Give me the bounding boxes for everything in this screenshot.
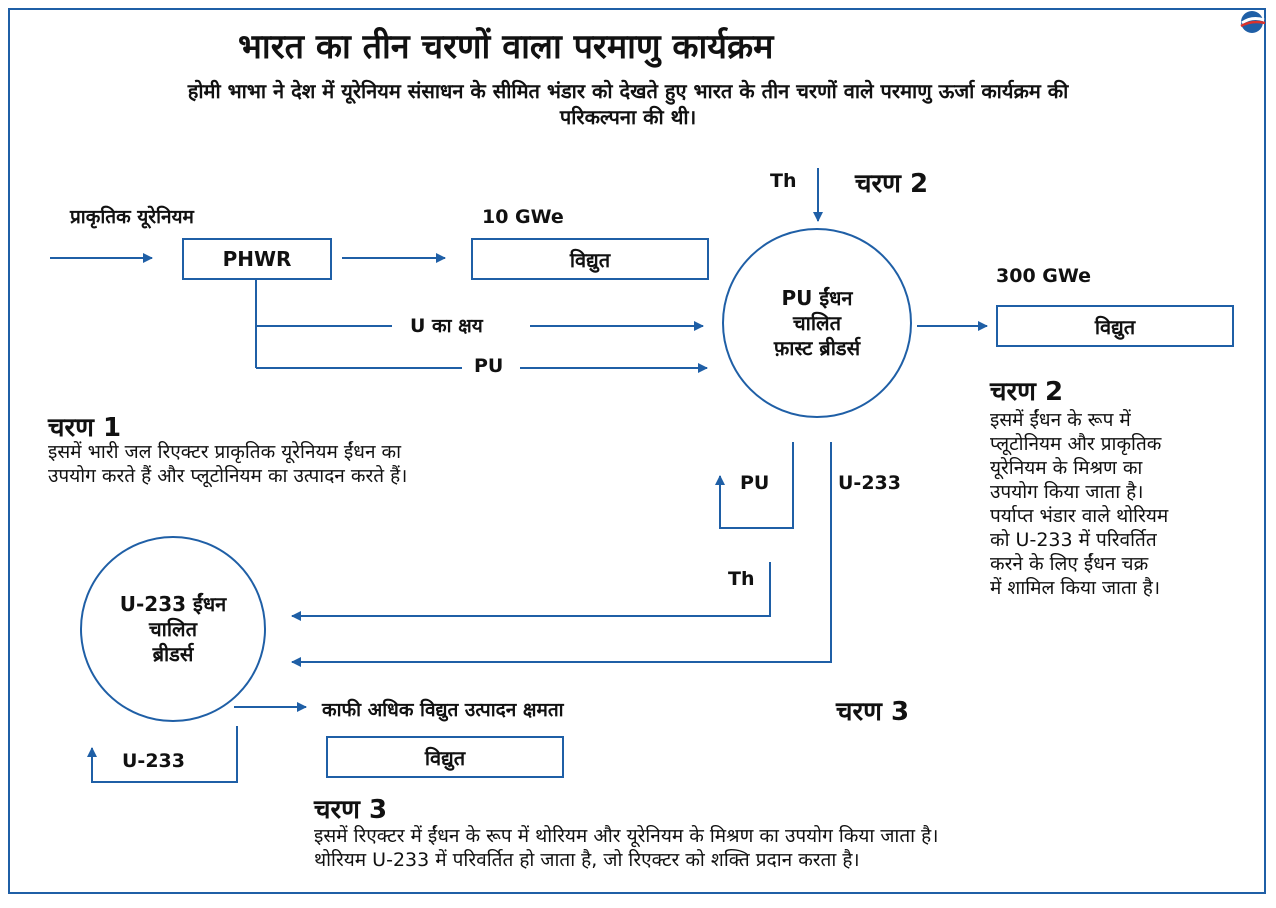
stage2-desc-line: उपयोग किया जाता है। [990, 481, 1144, 503]
page-subtitle: होमी भाभा ने देश में यूरेनियम संसाधन के … [30, 78, 1226, 130]
stage2-desc-line: में शामिल किया जाता है। [990, 577, 1161, 599]
stage1-heading: चरण 1 [48, 413, 122, 443]
natural-uranium-label: प्राकृतिक यूरेनियम [70, 206, 194, 228]
subtitle-line-2: परिकल्पना की थी। [559, 105, 697, 129]
arrow-pu-recycle [715, 442, 794, 529]
stage2-desc-line: पर्याप्त भंडार वाले थोरियम [990, 505, 1169, 527]
stage2-heading: चरण 2 [990, 377, 1064, 407]
stage3-description: इसमें रिएक्टर में ईंधन के रूप में थोरियम… [314, 824, 1244, 872]
diagram-frame [8, 8, 1266, 894]
pu-recycle-label: PU [740, 472, 770, 494]
u233-reactor-label-line: U-233 ईंधन [119, 591, 227, 616]
arrow-th-to-stage3 [291, 562, 771, 621]
stage3-heading: चरण 3 [314, 795, 388, 825]
stage3-power-box: विद्युत [326, 736, 564, 778]
u233-breeder-reactor: U-233 ईंधन चालित ब्रीडर्स [80, 536, 266, 722]
th-input-label: Th [770, 170, 797, 192]
u233-reactor-label-line: ब्रीडर्स [152, 641, 194, 666]
subtitle-line-1: होमी भाभा ने देश में यूरेनियम संसाधन के … [187, 79, 1069, 103]
stage2-desc-line: यूरेनियम के मिश्रण का [990, 457, 1143, 479]
arrow-u233-to-stage3 [291, 442, 832, 667]
stage2-capacity-label: 300 GWe [996, 265, 1092, 287]
stage1-desc-line: इसमें भारी जल रिएक्टर प्राकृतिक यूरेनियम… [48, 441, 402, 463]
stage2-desc-line: को U-233 में परिवर्तित [990, 529, 1157, 551]
stage2-power-box: विद्युत [996, 305, 1234, 347]
fbr-label-line: फ़ास्ट ब्रीडर्स [773, 335, 861, 360]
stage1-capacity-label: 10 GWe [482, 206, 564, 228]
fast-breeder-reactor: PU ईंधन चालित फ़ास्ट ब्रीडर्स [722, 228, 912, 418]
stage2-desc-line: प्लूटोनियम और प्राकृतिक [990, 433, 1162, 455]
stage1-desc-line: उपयोग करते हैं और प्लूटोनियम का उत्पादन … [48, 465, 408, 487]
stage3-desc-line: थोरियम U-233 में परिवर्तित हो जाता है, ज… [314, 849, 860, 871]
arrow-u233-recycle [87, 726, 238, 783]
stage3-heading-mid: चरण 3 [836, 697, 910, 727]
pu-flow-label: PU [474, 355, 504, 377]
stage3-output-label: काफी अधिक विद्युत उत्पादन क्षमता [322, 699, 564, 721]
logo-icon [1240, 11, 1266, 33]
stage1-description: इसमें भारी जल रिएक्टर प्राकृतिक यूरेनियम… [48, 440, 608, 488]
stage3-desc-line: इसमें रिएक्टर में ईंधन के रूप में थोरियम… [314, 825, 939, 847]
stage2-desc-line: करने के लिए ईंधन चक्र [990, 553, 1149, 575]
fbr-label-line: चालित [792, 310, 842, 335]
stage1-power-box: विद्युत [471, 238, 709, 280]
stage2-desc-line: इसमें ईंधन के रूप में [990, 409, 1131, 431]
depleted-u-label: U का क्षय [410, 315, 483, 337]
u233-recycle-label: U-233 [122, 750, 185, 772]
page-title: भारत का तीन चरणों वाला परमाणु कार्यक्रम [238, 27, 774, 67]
stage2-heading-top: चरण 2 [855, 169, 929, 199]
u233-reactor-label-line: चालित [148, 616, 197, 641]
stage2-description: इसमें ईंधन के रूप मेंप्लूटोनियम और प्राक… [990, 408, 1260, 600]
th-out-label: Th [728, 568, 755, 590]
fbr-label-line: PU ईंधन [781, 285, 853, 310]
u233-out-label: U-233 [838, 472, 901, 494]
phwr-box: PHWR [182, 238, 332, 280]
